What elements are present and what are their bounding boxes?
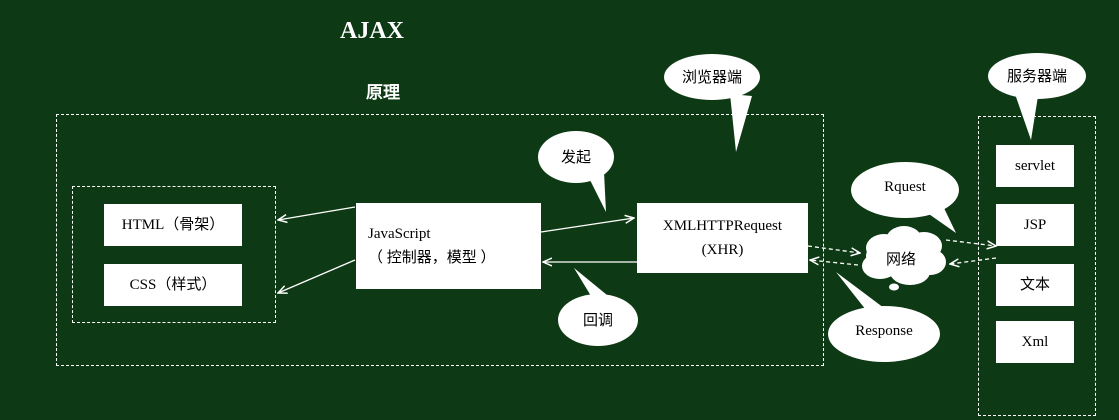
html-box-label: HTML（骨架） [121, 217, 225, 233]
callback-label: 回调 [582, 311, 613, 329]
xhr-label: XMLHTTPRequest [662, 218, 783, 234]
xhr-to-network-arrow [807, 245, 860, 253]
html-box: HTML（骨架） [104, 204, 242, 246]
js-to-css-arrow [278, 259, 356, 293]
response-bubble [828, 306, 940, 362]
xhr-abbrev-label: (XHR) [701, 242, 744, 258]
diagram-title: AJAX [340, 18, 404, 44]
server-item-text: 文本 [996, 264, 1074, 306]
server-item-xml: Xml [996, 321, 1074, 363]
network-cloud [862, 226, 946, 291]
initiate-label: 发起 [560, 148, 591, 166]
network-to-xhr-arrow [810, 260, 859, 266]
initiate-arrow [540, 218, 634, 233]
server-item-label: Xml [1021, 334, 1049, 350]
request-label: Rquest [884, 179, 926, 195]
browser-region [56, 114, 824, 366]
browser-side-bubble [664, 54, 760, 100]
network-label: 网络 [885, 250, 916, 268]
server-item-label: JSP [1023, 217, 1047, 233]
diagram-subtitle: 原理 [366, 83, 400, 103]
initiate-bubble [538, 131, 614, 183]
structure-region [72, 186, 276, 323]
response-label: Response [855, 323, 913, 339]
server-side-label: 服务器端 [1006, 67, 1067, 85]
server-to-network-arrow [950, 257, 997, 264]
request-bubble [851, 162, 959, 218]
network-to-server-arrow [945, 239, 996, 246]
server-item-jsp: JSP [996, 204, 1074, 246]
server-region [978, 116, 1096, 416]
server-item-label: servlet [1015, 158, 1055, 174]
server-side-bubble [988, 53, 1086, 99]
server-item-label: 文本 [1019, 277, 1050, 293]
js-to-html-arrow [278, 206, 356, 220]
server-item-servlet: servlet [996, 145, 1074, 187]
javascript-box: JavaScript （ 控制器，模型 ） [356, 203, 541, 289]
callback-bubble [558, 294, 638, 346]
css-box-label: CSS（样式） [129, 277, 217, 293]
javascript-role-label: （ 控制器，模型 ） [368, 250, 496, 266]
javascript-label: JavaScript [368, 226, 431, 242]
css-box: CSS（样式） [104, 264, 242, 306]
browser-side-label: 浏览器端 [681, 68, 742, 86]
xhr-box: XMLHTTPRequest (XHR) [637, 203, 808, 273]
